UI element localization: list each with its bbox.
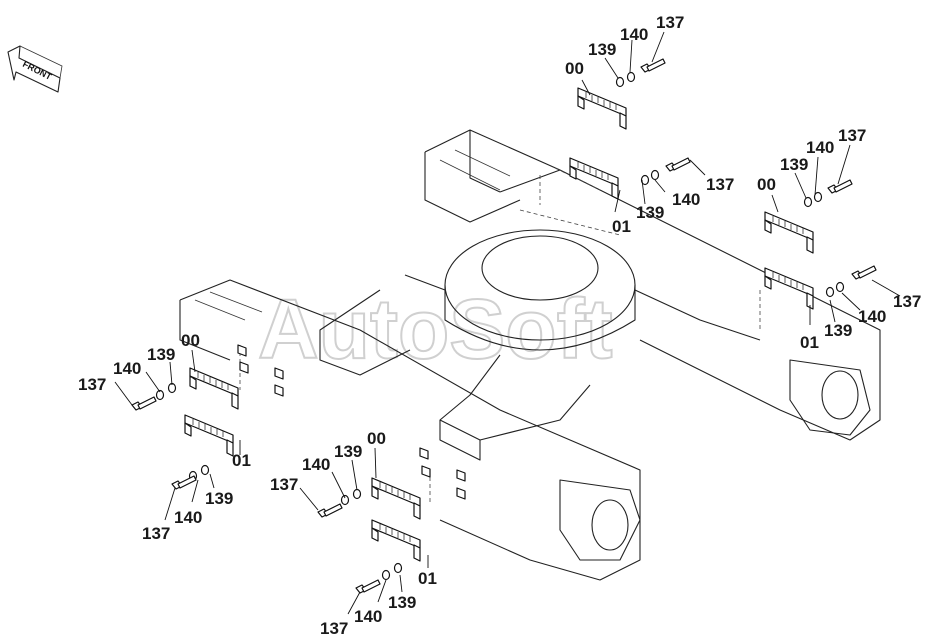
- callout-01: 01: [232, 451, 251, 470]
- callout-139: 139: [334, 442, 362, 461]
- guard-part-00-middle: [317, 447, 466, 594]
- callout-140: 140: [354, 607, 382, 626]
- callout-137: 137: [270, 475, 298, 494]
- callout-137: 137: [78, 375, 106, 394]
- callout-140: 140: [174, 508, 202, 527]
- callout-00: 00: [757, 175, 776, 194]
- callout-140: 140: [806, 138, 834, 157]
- track-frame: [179, 129, 881, 581]
- callout-00: 00: [181, 331, 200, 350]
- callout-01: 01: [800, 333, 819, 352]
- callout-139: 139: [205, 489, 233, 508]
- front-arrow-icon: FRONT: [7, 45, 63, 93]
- callout-137: 137: [656, 13, 684, 32]
- callout-01: 01: [418, 569, 437, 588]
- callout-140: 140: [672, 190, 700, 209]
- callout-139: 139: [780, 155, 808, 174]
- callout-00: 00: [565, 59, 584, 78]
- callout-139: 139: [636, 203, 664, 222]
- callout-139: 139: [588, 40, 616, 59]
- callout-137: 137: [320, 619, 348, 638]
- watermark: AutoSoft: [258, 282, 613, 376]
- callout-137: 137: [142, 524, 170, 543]
- callout-140: 140: [113, 359, 141, 378]
- guard-part-00-left: [131, 344, 284, 490]
- front-label: FRONT: [21, 59, 54, 82]
- callout-137: 137: [893, 292, 921, 311]
- guard-part-00-top: [569, 58, 691, 200]
- guard-part-00-right: [764, 179, 877, 310]
- callout-140: 140: [620, 25, 648, 44]
- callout-139: 139: [824, 321, 852, 340]
- callout-137: 137: [706, 175, 734, 194]
- callout-137: 137: [838, 126, 866, 145]
- callout-139: 139: [388, 593, 416, 612]
- callout-139: 139: [147, 345, 175, 364]
- callout-140: 140: [302, 455, 330, 474]
- callout-140: 140: [858, 307, 886, 326]
- callout-01: 01: [612, 217, 631, 236]
- callout-labels: 137 140 139 00 137 140 139 01 137 140 13…: [78, 13, 921, 638]
- leader-lines: [114, 31, 901, 615]
- callout-00: 00: [367, 429, 386, 448]
